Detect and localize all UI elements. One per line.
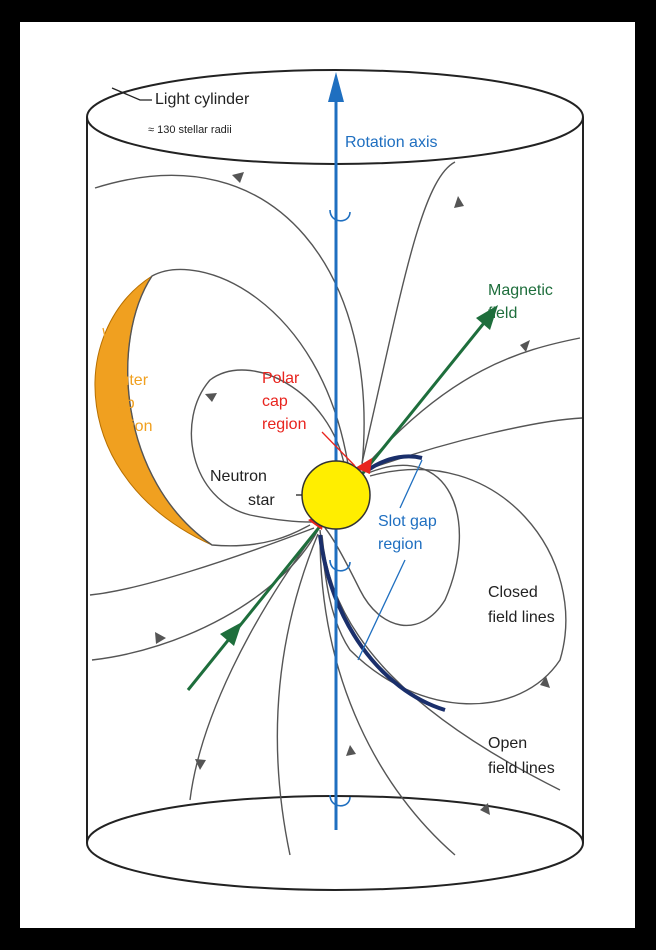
open-field-label-line1: Open [488, 735, 527, 752]
closed-field-line [324, 464, 461, 627]
neutron-star [301, 460, 371, 530]
labels: Light cylinder ≈ 130 stellar radii Rotat… [108, 91, 555, 777]
open-field-line [361, 161, 456, 464]
field-arrow [205, 393, 217, 402]
rotation-axis [328, 72, 351, 830]
magnetic-field-label-line2: field [488, 305, 517, 322]
field-arrow [195, 759, 206, 770]
field-arrow [155, 632, 166, 644]
polar-cap-label-line1: Polar [262, 370, 300, 387]
magnetic-axis-arrowhead-top [476, 305, 498, 330]
polar-cap-leader [321, 431, 356, 467]
rotation-indicators [329, 209, 351, 807]
slot-gap-label-line2: region [378, 536, 422, 553]
field-line-arrows [155, 172, 550, 815]
rotation-axis-arrowhead [328, 72, 344, 102]
field-arrow [520, 340, 530, 352]
outer-gap-label-line2: gap [108, 395, 135, 412]
closed-field-label-line2: field lines [488, 609, 555, 626]
light-cylinder-label: Light cylinder [155, 91, 250, 108]
polar-cap-label-line3: region [262, 416, 306, 433]
field-arrow [346, 745, 356, 756]
slot-gap-upper [366, 454, 423, 472]
rotation-arc [329, 209, 351, 222]
magnetic-field-label-line1: Magnetic [488, 282, 553, 299]
closed-field-line [127, 268, 349, 547]
slot-gap-leader [399, 459, 423, 509]
open-field-line [319, 534, 456, 856]
open-field-line [363, 337, 581, 469]
outer-gap-leader [102, 327, 113, 369]
magnetic-axis-arrowhead-bottom [220, 622, 242, 646]
polar-cap-label-line2: cap [262, 393, 288, 410]
field-arrow [480, 803, 490, 815]
slot-gap-region [318, 454, 446, 712]
field-arrow [540, 676, 550, 688]
open-field-label-line2: field lines [488, 760, 555, 777]
open-field-line [94, 174, 365, 467]
field-arrow [454, 196, 464, 208]
open-field-line [365, 417, 583, 471]
rotation-arc [329, 559, 351, 572]
slot-gap-lower [318, 534, 446, 712]
outer-gap-label-line3: region [108, 418, 152, 435]
outer-gap-label-line1: Outer [108, 372, 149, 389]
open-field-line [91, 529, 319, 661]
cylinder-radius-label: ≈ 130 stellar radii [148, 124, 232, 136]
open-field-line [89, 527, 315, 596]
neutron-star-label-line1: Neutron [210, 468, 267, 485]
polar-cap-upper [355, 458, 372, 474]
open-field-line [276, 533, 319, 856]
field-arrow [232, 172, 244, 183]
light-cylinder-leader [111, 87, 152, 101]
neutron-star-label-line2: star [248, 492, 275, 509]
slot-gap-leader [357, 559, 406, 661]
rotation-axis-label: Rotation axis [345, 134, 438, 151]
open-field-line [189, 531, 317, 801]
leader-lines [102, 87, 423, 661]
rotation-arc [329, 794, 351, 807]
slot-gap-label-line1: Slot gap [378, 513, 437, 530]
closed-field-line [190, 369, 346, 523]
closed-field-label-line1: Closed [488, 584, 538, 601]
